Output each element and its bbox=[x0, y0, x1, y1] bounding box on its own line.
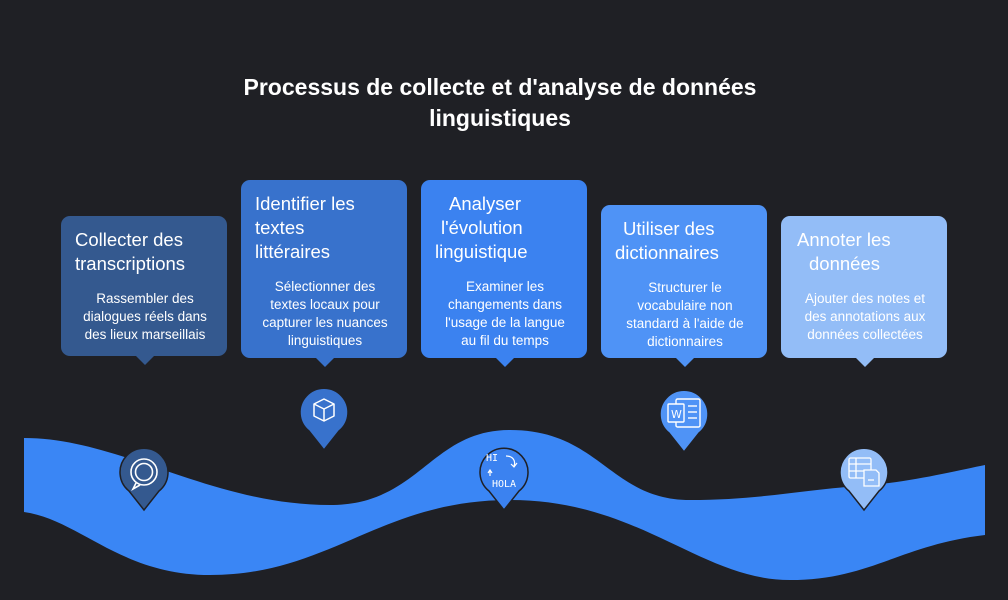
pin-marker-5 bbox=[839, 447, 889, 512]
card-pointer bbox=[316, 358, 334, 367]
open-book-icon bbox=[313, 398, 335, 422]
svg-text:W: W bbox=[671, 408, 682, 421]
chat-bubble-icon bbox=[130, 458, 158, 492]
card-pointer bbox=[136, 356, 154, 365]
timeline-wave bbox=[24, 430, 985, 580]
pin-marker-1 bbox=[119, 447, 169, 512]
translate-hi-hola-icon: HI HOLA bbox=[486, 453, 518, 490]
pin-marker-2 bbox=[299, 387, 349, 452]
diagram-title: Processus de collecte et d'analyse de do… bbox=[0, 72, 1000, 134]
card-pointer bbox=[676, 358, 694, 367]
pin-marker-4: W bbox=[659, 389, 709, 454]
table-note-icon bbox=[848, 457, 880, 487]
card-pointer bbox=[496, 358, 514, 367]
title-line-1: Processus de collecte et d'analyse de do… bbox=[243, 74, 757, 100]
title-line-2: linguistiques bbox=[429, 105, 571, 131]
document-word-icon: W bbox=[667, 398, 701, 428]
svg-text:HOLA: HOLA bbox=[492, 479, 516, 490]
card-pointer bbox=[856, 358, 874, 367]
pin-marker-3: HI HOLA bbox=[479, 447, 529, 512]
svg-text:HI: HI bbox=[486, 453, 498, 464]
